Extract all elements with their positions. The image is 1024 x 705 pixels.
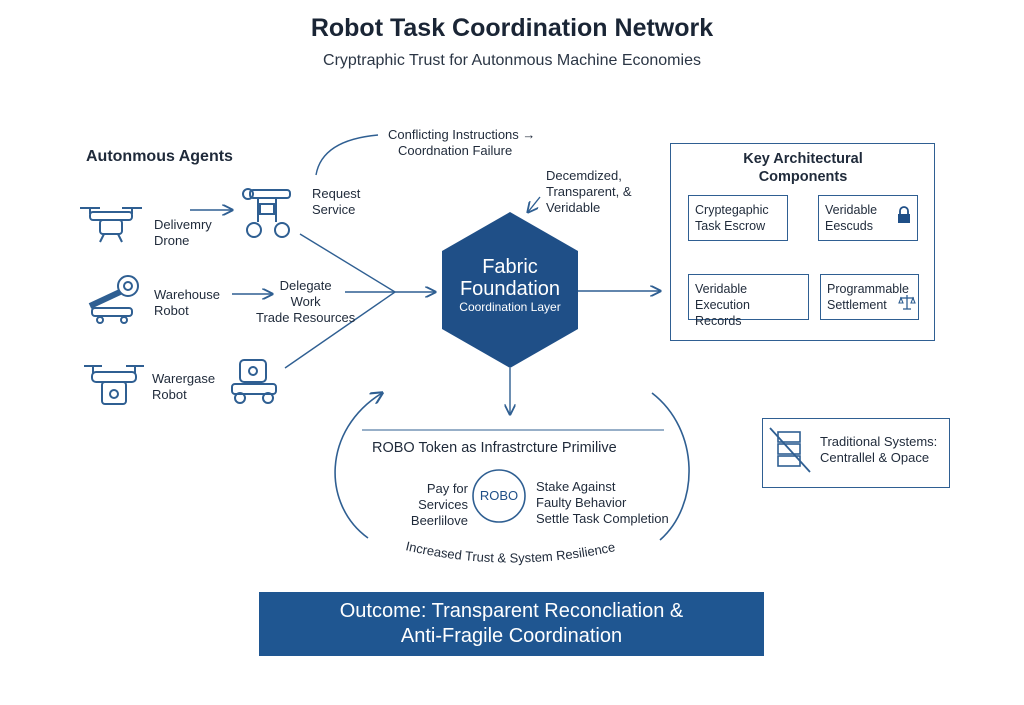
agent-delivery-drone-label: Delivemry Drone <box>154 217 212 248</box>
outcome-banner: Outcome: Transparent Reconcliation & Ant… <box>259 592 764 656</box>
drone-icon <box>80 207 142 243</box>
decentral-annotation: Decemdized, Transparent, & Veridable <box>546 168 632 215</box>
conflict-annotation: Conflicting Instructions → Coordnation F… <box>388 127 536 158</box>
drone-icon <box>84 365 144 405</box>
crossed-server-icon <box>769 427 811 473</box>
svg-text:Increased Trust & System Resil: Increased Trust & System Resilience <box>404 538 616 565</box>
agents-heading: Autonmous Agents <box>86 148 233 165</box>
token-heading: ROBO Token as Infrastrcture Primilive <box>372 440 617 456</box>
page-title: Robot Task Coordination Network <box>310 14 714 42</box>
agent-warehouse-robot-label: Warehouse Robot <box>154 287 220 318</box>
traditional-systems-label: Traditional Systems: Centrallel & Opace <box>820 434 938 465</box>
token-left-label: Pay for Services Beerlilove <box>410 481 468 528</box>
arrow-decentral <box>528 196 541 212</box>
token-right-label: Stake Against Faulty Behavior Settle Tas… <box>536 479 669 526</box>
line-request-to-hub <box>299 233 396 293</box>
hub-hexagon <box>442 212 578 368</box>
robo-badge: ROBO <box>479 488 519 503</box>
rover-robot-icon <box>231 359 277 404</box>
robot-arm-icon <box>242 188 291 238</box>
robo-badge-circle <box>472 469 526 523</box>
arc-token-left <box>334 393 382 539</box>
scales-icon <box>898 295 916 310</box>
arc-conflict <box>315 134 379 176</box>
line-agent3-to-hub <box>284 291 396 369</box>
hub-title: Fabric Foundation <box>459 256 561 300</box>
hub-subtitle: Coordination Layer <box>459 300 561 314</box>
page-subtitle: Cryptraphic Trust for Autonmous Machine … <box>323 52 701 69</box>
execution-records-box: Veridable Execution Records <box>688 274 809 328</box>
delegate-label: Delegate Work Trade Resources <box>256 278 356 325</box>
lock-icon <box>898 206 910 223</box>
token-arc-caption: Increased Trust & System Resilience <box>404 538 616 565</box>
settlement-box: Programmable Settlement <box>820 274 919 320</box>
components-heading: Key Architectural Components <box>743 151 863 185</box>
verifiable-box: Veridable Eescuds <box>818 195 918 241</box>
agent-warergase-robot-label: Warergase Robot <box>152 371 216 402</box>
request-service-label: Request Service <box>312 186 361 217</box>
arc-token-right <box>651 392 690 541</box>
robot-arm-icon <box>88 275 139 324</box>
task-escrow-box: Cryptegaphic Task Escrow <box>688 195 788 241</box>
